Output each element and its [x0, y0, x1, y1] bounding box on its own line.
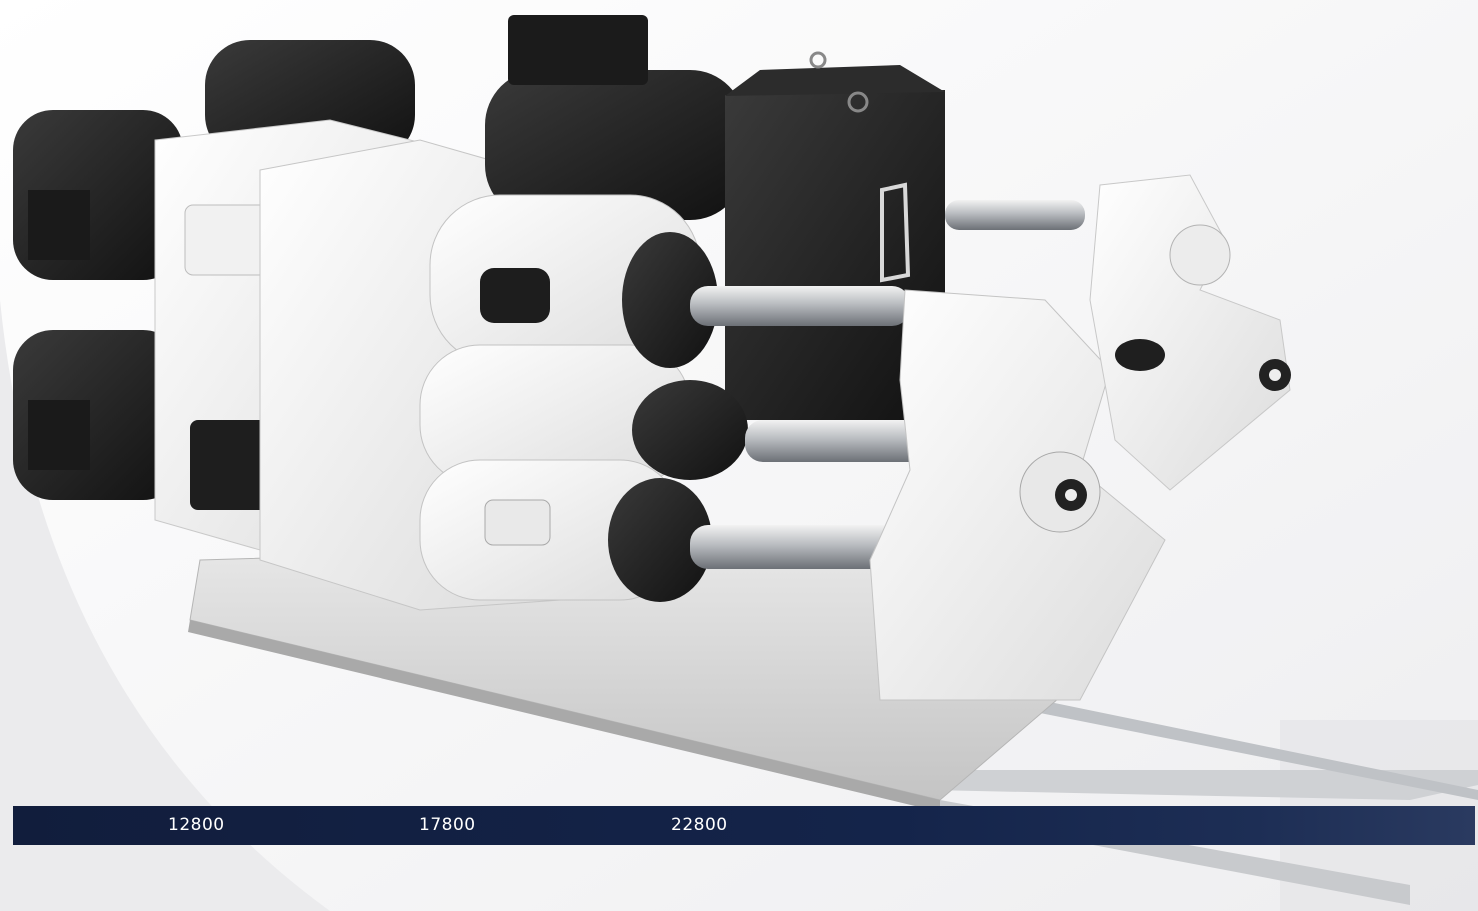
- series-label-22800: 22800: [671, 815, 728, 835]
- series-label-17800: 17800: [419, 815, 476, 835]
- series-band: 12800 17800 22800: [13, 806, 1475, 845]
- series-label-12800: 12800: [168, 815, 225, 835]
